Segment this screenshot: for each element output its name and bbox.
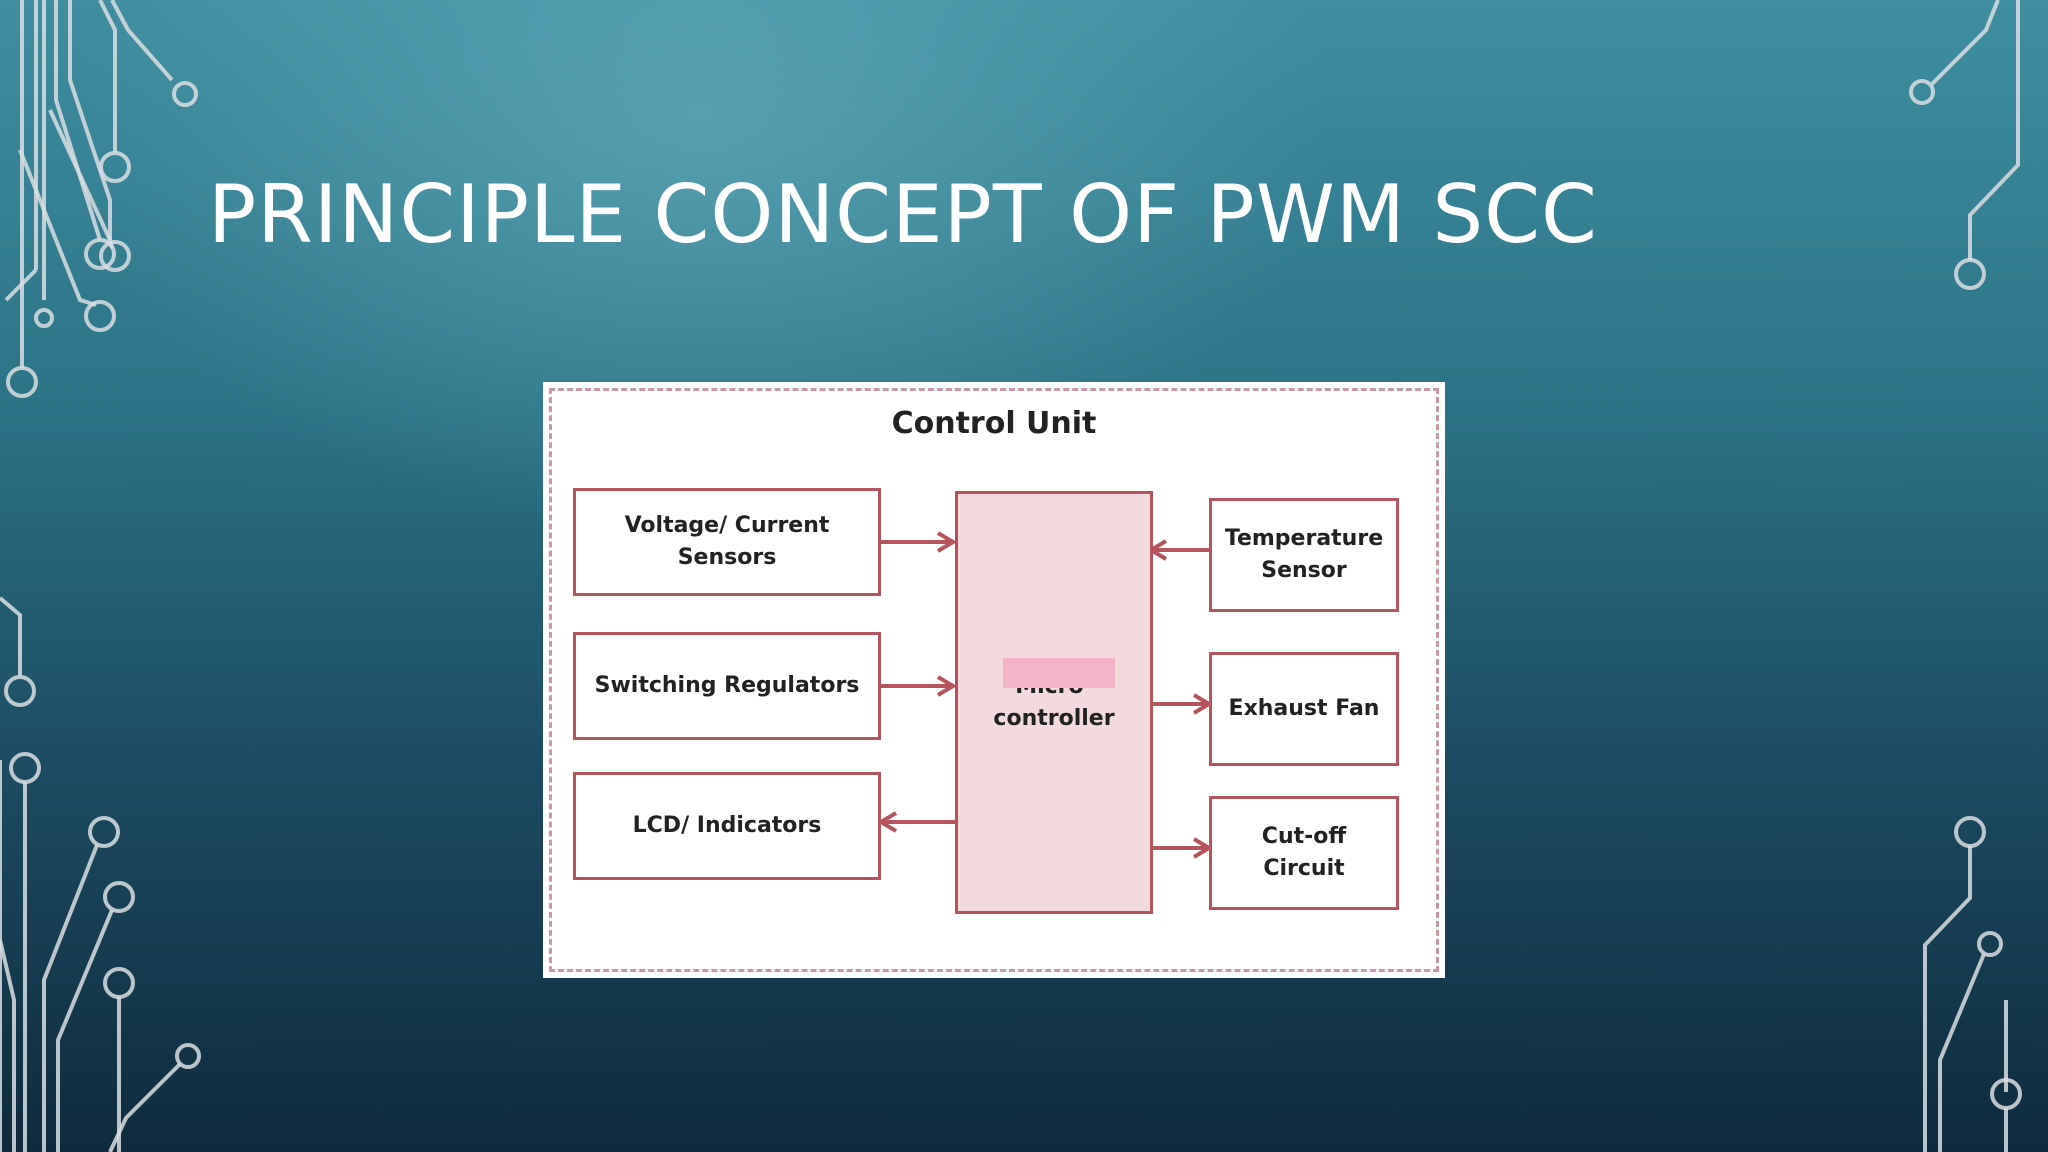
exhaust-fan-block: Exhaust Fan [1209,652,1399,766]
voltage-current-label-line2: Sensors [677,545,777,570]
temperature-sensor-label-line1: Temperature [1224,526,1384,552]
microcontroller-label-line2: controller [993,705,1115,731]
switching-regulators-label: Switching Regulators [594,673,860,699]
lcd-indicators-block: LCD/ Indicators [573,772,881,880]
cutoff-circuit-label: Cut-off Circuit [1261,824,1347,881]
switching-regulators-block: Switching Regulators [573,632,881,740]
arrowhead [877,811,898,833]
exhaust-fan-label: Exhaust Fan [1228,696,1380,722]
connector-arrows [877,531,1213,859]
temperature-sensor-label-line2: Sensor [1261,558,1347,583]
arrowhead [936,531,957,553]
voltage-current-label-line1: Voltage/ Current [624,513,830,539]
microcontroller-block: Micro- controller [955,491,1153,914]
dashed-frame [549,388,1439,972]
diagram-title: Control Unit [891,406,1097,441]
temperature-sensor-block: Temperature Sensor [1209,498,1399,612]
arrowhead [936,675,957,697]
slide-title: PRINCIPLE CONCEPT OF PWM SCC [208,168,1598,261]
lcd-indicators-label: LCD/ Indicators [632,813,822,839]
voltage-current-sensors-block: Voltage/ Current Sensors [573,488,881,596]
highlight-mark [1003,658,1115,688]
cutoff-circuit-block: Cut-off Circuit [1209,796,1399,910]
control-unit-diagram: Control Unit Voltage/ Current Sensors Sw… [543,382,1445,978]
